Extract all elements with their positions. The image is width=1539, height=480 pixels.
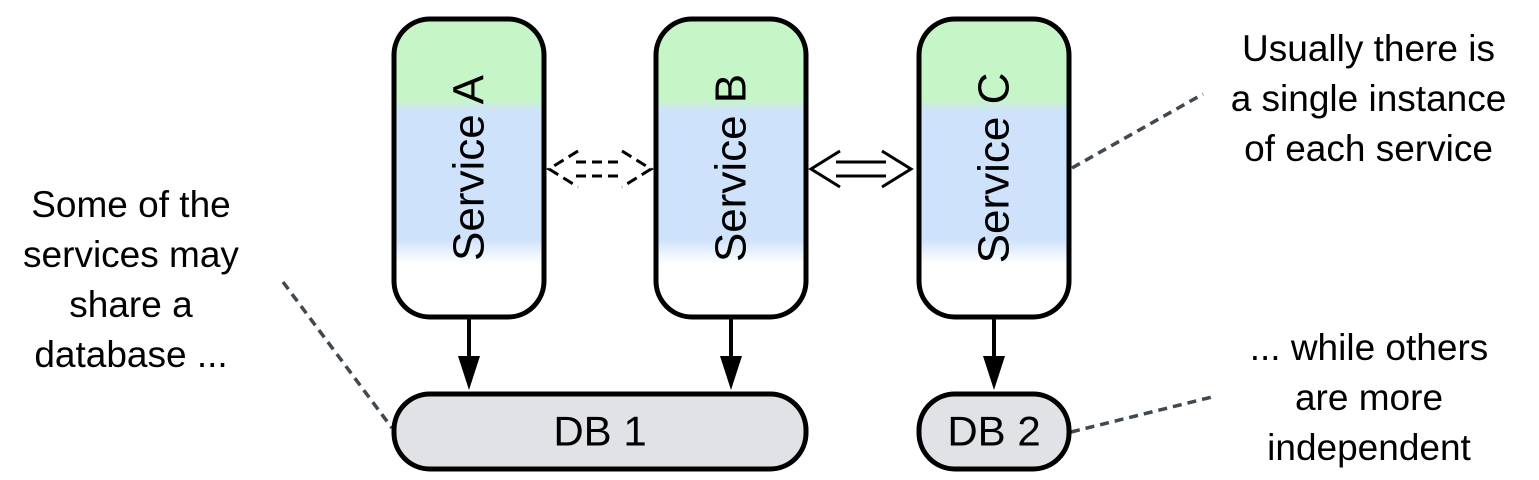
leader-line-independent bbox=[1070, 394, 1217, 434]
arrow-service-a-to-db-1 bbox=[458, 319, 480, 390]
independent-note: ... while others are more independent bbox=[1210, 323, 1528, 473]
arrow-service-c-to-db-2 bbox=[983, 319, 1005, 390]
service-b-label: Service B bbox=[707, 74, 756, 262]
dashed-double-arrow-a-b bbox=[546, 149, 654, 189]
double-arrow-b-c bbox=[808, 149, 914, 189]
db-1-box: DB 1 bbox=[391, 391, 809, 472]
leader-line-single-instance bbox=[1071, 92, 1204, 170]
service-b-box: Service B bbox=[653, 16, 809, 320]
shared-database-note-line: share a bbox=[69, 284, 193, 325]
service-a-label: Service A bbox=[445, 74, 494, 261]
single-instance-note-line: a single instance bbox=[1230, 78, 1507, 119]
leader-line-shared-database bbox=[281, 280, 394, 430]
service-a-box: Service A bbox=[391, 16, 547, 320]
independent-note-line: ... while others bbox=[1249, 327, 1489, 368]
db-1-label: DB 1 bbox=[553, 408, 646, 455]
arrow-service-b-to-db-1 bbox=[720, 319, 742, 390]
service-c-box: Service C bbox=[916, 16, 1072, 320]
shared-database-note-line: Some of the bbox=[31, 184, 231, 225]
independent-note-line: are more bbox=[1294, 377, 1444, 418]
single-instance-note-line: of each service bbox=[1244, 128, 1493, 169]
shared-database-note-line: services may bbox=[23, 234, 239, 275]
shared-database-note-line: database ... bbox=[34, 334, 228, 375]
independent-note-line: independent bbox=[1267, 427, 1471, 468]
db-2-label: DB 2 bbox=[947, 408, 1040, 455]
single-instance-note: Usually there is a single instance of ea… bbox=[1198, 24, 1539, 174]
db-2-box: DB 2 bbox=[916, 391, 1072, 472]
shared-database-note: Some of the services may share a databas… bbox=[0, 180, 262, 380]
single-instance-note-line: Usually there is bbox=[1242, 28, 1495, 69]
service-c-label: Service C bbox=[970, 73, 1019, 264]
